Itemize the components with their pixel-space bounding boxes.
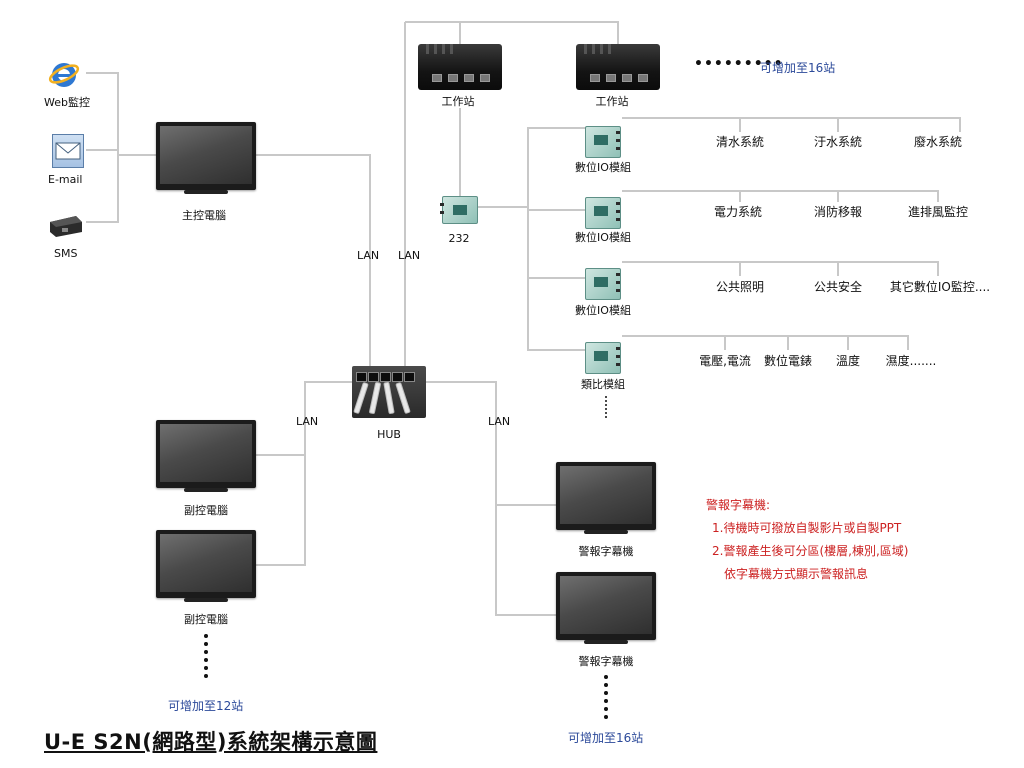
monitor-screen xyxy=(556,462,656,530)
analog-module-label: 類比模組 xyxy=(581,378,625,391)
alarm-more-dots xyxy=(604,675,608,723)
io-module-3-label: 數位IO模組 xyxy=(575,304,631,317)
main-pc-label: 主控電腦 xyxy=(182,209,226,222)
email-icon xyxy=(52,134,84,168)
main-to-hub-line xyxy=(256,154,371,368)
lan-label-4: LAN xyxy=(488,415,511,428)
diagram-title: U-E S2N(網路型)系統架構示意圖 xyxy=(44,730,378,754)
analog-more-dots xyxy=(605,396,607,420)
analog-module xyxy=(585,342,621,374)
io-module-1-label: 數位IO模組 xyxy=(575,161,631,174)
sms-label: SMS xyxy=(54,247,78,260)
main-pc-monitor xyxy=(156,122,256,196)
system-power: 電力系統 xyxy=(713,205,763,219)
converter-232-label: 232 xyxy=(448,232,470,245)
envelope-icon xyxy=(55,142,81,160)
lan-label-3: LAN xyxy=(296,415,319,428)
hub-device xyxy=(352,366,426,418)
monitor-screen xyxy=(156,420,256,488)
sub-pc-expand-label: 可增加至12站 xyxy=(168,699,244,713)
workstation-2-box xyxy=(576,44,660,90)
module-bus-line xyxy=(527,127,585,351)
hub-label: HUB xyxy=(377,428,401,441)
system-public-lighting: 公共照明 xyxy=(715,280,765,294)
system-other-dio: 其它數位IO監控.... xyxy=(889,280,991,294)
system-sewage: 汙水系統 xyxy=(813,135,863,149)
io-module-1 xyxy=(585,126,621,158)
alarm-notes-heading: 警報字幕機: xyxy=(706,498,771,512)
io-module-2-label: 數位IO模組 xyxy=(575,231,631,244)
system-humidity: 濕度....... xyxy=(885,354,937,368)
alarm-display-2-monitor xyxy=(556,572,656,646)
system-clean-water: 清水系統 xyxy=(715,135,765,149)
web-monitor-label: Web監控 xyxy=(44,96,90,109)
workstation-1-label: 工作站 xyxy=(441,95,475,108)
alarm-notes-line-2: 2.警報產生後可分區(樓層,棟別,區域) xyxy=(712,544,909,558)
lan-label-2: LAN xyxy=(398,249,421,262)
alarm-display-2-label: 警報字幕機 xyxy=(578,655,634,668)
hub-to-sub-line xyxy=(254,381,352,566)
lan-label-1: LAN xyxy=(357,249,380,262)
monitor-screen xyxy=(156,530,256,598)
monitor-screen xyxy=(556,572,656,640)
io-module-2 xyxy=(585,197,621,229)
system-ventilation: 進排風監控 xyxy=(907,205,969,219)
email-label: E-mail xyxy=(48,173,83,186)
alarm-notes-line-3: 依字幕機方式顯示警報訊息 xyxy=(724,567,869,581)
workstation-2-label: 工作站 xyxy=(595,95,629,108)
io-module-3 xyxy=(585,268,621,300)
alarm-display-1-monitor xyxy=(556,462,656,536)
system-temperature: 溫度 xyxy=(835,354,861,368)
system-digital-meter: 數位電錶 xyxy=(763,354,813,368)
analog-systems-line xyxy=(622,335,909,350)
alarm-expand-label: 可增加至16站 xyxy=(568,731,644,745)
workstation-expand-label: 可增加至16站 xyxy=(760,61,836,75)
sub-pc-1-monitor xyxy=(156,420,256,494)
hub-to-alarm-line xyxy=(425,381,558,616)
sub-pc-1-label: 副控電腦 xyxy=(184,504,228,517)
icon-bus-line xyxy=(86,72,119,223)
io2-systems-line xyxy=(622,190,939,202)
system-fire-report: 消防移報 xyxy=(813,205,863,219)
sub-pc-2-label: 副控電腦 xyxy=(184,613,228,626)
workstation-1-box xyxy=(418,44,502,90)
alarm-display-1-label: 警報字幕機 xyxy=(578,545,634,558)
io1-systems-line xyxy=(622,117,961,132)
sms-node xyxy=(48,214,84,242)
system-waste-water: 廢水系統 xyxy=(913,135,963,149)
alarm-notes-line-1: 1.待機時可撥放自製影片或自製PPT xyxy=(712,521,902,535)
system-public-safety: 公共安全 xyxy=(813,280,863,294)
sub-pc-2-monitor xyxy=(156,530,256,604)
web-monitor-node xyxy=(48,58,80,94)
system-voltage-current: 電壓,電流 xyxy=(699,354,751,368)
workstation-more-dots: ••••••••• xyxy=(694,56,784,72)
converter-232-module xyxy=(440,196,478,224)
ie-browser-icon xyxy=(48,63,80,87)
sub-pc-more-dots xyxy=(204,634,208,682)
sms-modem-icon xyxy=(50,216,82,237)
io3-systems-line xyxy=(622,261,939,276)
monitor-screen xyxy=(156,122,256,190)
